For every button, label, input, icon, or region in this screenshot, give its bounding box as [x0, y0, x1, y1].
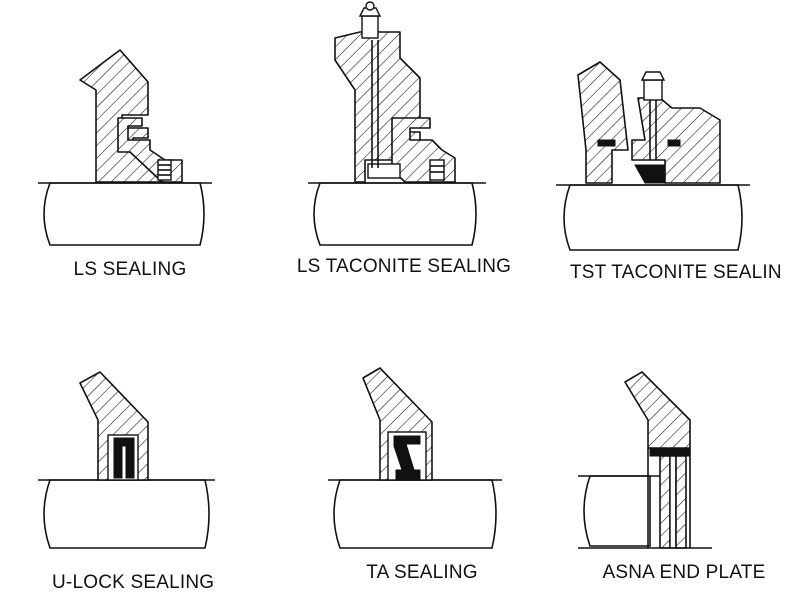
tst-taconite-housing-left [577, 61, 629, 184]
u-lock-seal [113, 437, 135, 479]
ta-shaft [333, 479, 497, 549]
asna-seal-strip [649, 447, 691, 457]
ls-taconite-shaft [313, 182, 477, 246]
ls-housing [79, 49, 161, 183]
u-lock-shaft [43, 479, 210, 549]
ls-taconite-grease-nipple [361, 15, 379, 39]
ls-taconite-sealing-label: LS TACONITE SEALING [297, 256, 511, 277]
asna-housing [624, 371, 691, 449]
asna-end-plate-label: ASNA END PLATE [603, 562, 766, 583]
u-lock-sealing-diagram: U-LOCK SEALING [38, 371, 215, 593]
tst-taconite-shaft [563, 184, 743, 251]
u-lock-sealing-label: U-LOCK SEALING [52, 572, 214, 593]
ta-sealing-diagram: TA SEALING [328, 367, 502, 583]
ls-sealing-label: LS SEALING [74, 259, 187, 280]
tst-taconite-sealing-label: TST TACONITE SEALIN [570, 262, 782, 283]
tst-taconite-grease-nipple [643, 79, 663, 101]
asna-end-plate-diagram: ASNA END PLATE [578, 371, 766, 583]
ls-taconite-grease-channel [367, 163, 401, 179]
ls-shaft [43, 182, 205, 246]
ls-taconite-plug [429, 159, 445, 181]
ta-sealing-label: TA SEALING [366, 562, 477, 583]
tst-taconite-lip-seal [634, 164, 666, 184]
asna-shaft [583, 475, 651, 547]
asna-end-plate [659, 455, 671, 549]
ls-sealing-diagram: LS SEALING [38, 49, 212, 280]
ls-taconite-ring [391, 117, 456, 183]
ls-taconite-sealing-diagram: LS TACONITE SEALING [297, 1, 511, 277]
tst-taconite-sealing-diagram: TST TACONITE SEALIN [556, 61, 782, 283]
ta-seal [393, 435, 421, 481]
